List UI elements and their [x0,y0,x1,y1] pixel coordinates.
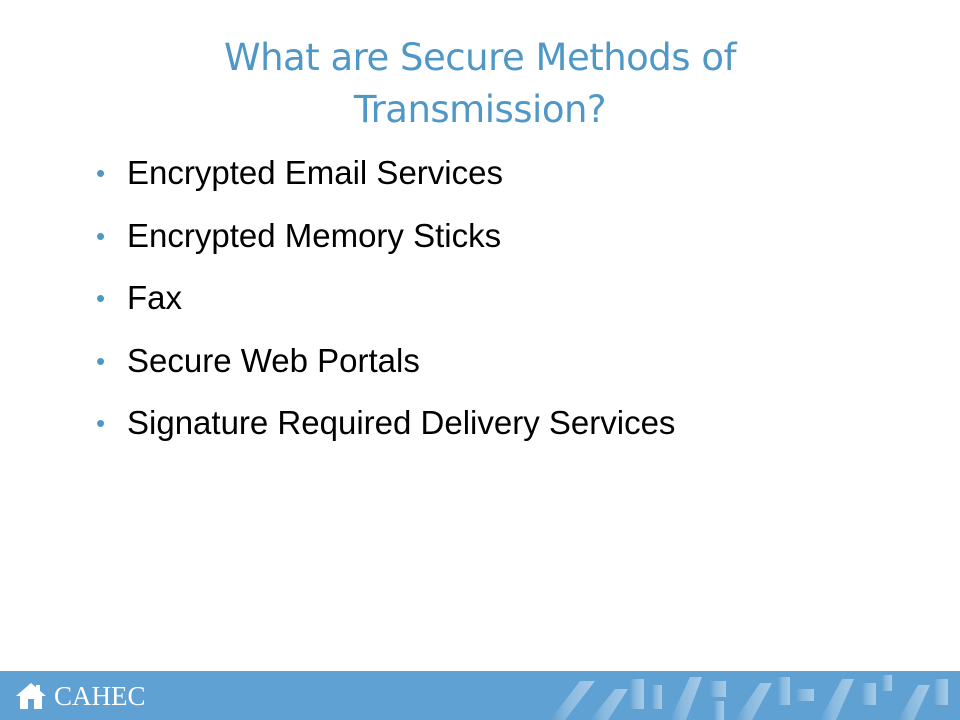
bullet-dot-icon: • [96,283,106,314]
house-icon [16,683,46,709]
slide-title: What are Secure Methods of Transmission? [223,36,737,131]
bullet-text: Encrypted Email Services [127,154,503,192]
bullet-text: Signature Required Delivery Services [127,404,676,442]
bullet-item: • Fax [96,267,916,330]
bullet-text: Secure Web Portals [127,341,420,379]
bullet-item: • Secure Web Portals [96,330,916,393]
footer-bar: CAHEC [0,671,960,720]
bullet-text: Fax [127,279,183,317]
bullet-dot-icon: • [96,345,106,376]
bullet-list: • Encrypted Email Services • Encrypted M… [96,142,916,455]
bullet-item: • Signature Required Delivery Services [96,392,916,455]
bullet-dot-icon: • [96,158,106,189]
bullet-item: • Encrypted Memory Sticks [96,205,916,268]
bullet-dot-icon: • [96,408,106,439]
logo-text: CAHEC [54,681,146,711]
bullet-text: Encrypted Memory Sticks [127,216,502,254]
cahec-logo: CAHEC [14,679,146,713]
decorative-pattern-icon [550,675,948,720]
bullet-dot-icon: • [96,220,106,251]
bullet-item: • Encrypted Email Services [96,142,916,205]
